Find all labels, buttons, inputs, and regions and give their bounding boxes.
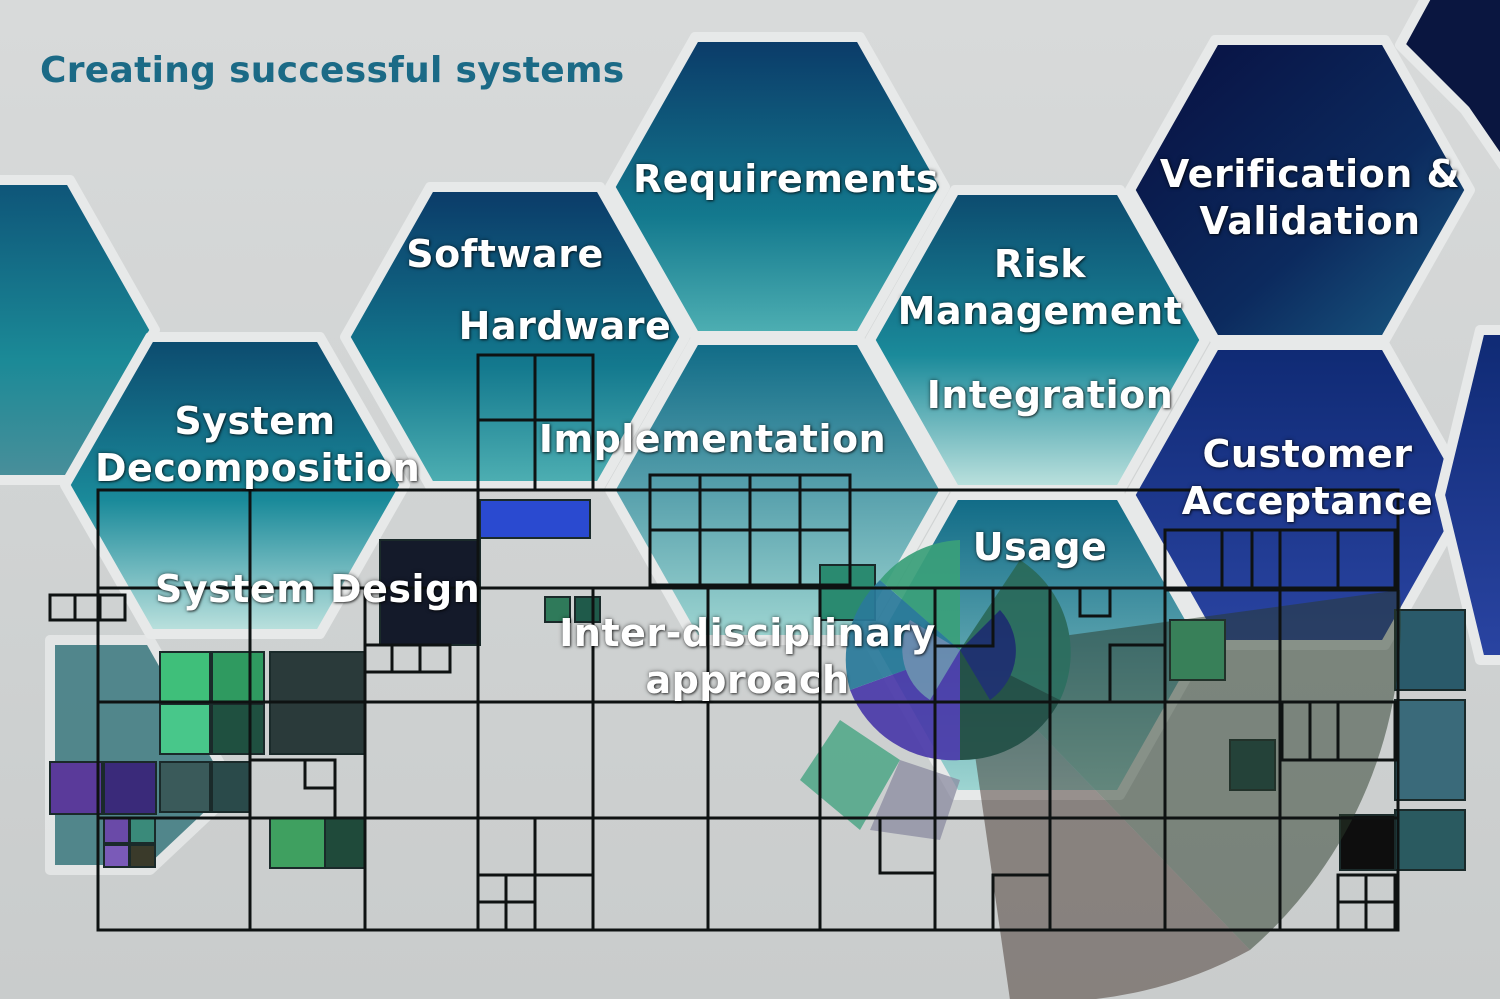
label-system-design: System Design (155, 567, 481, 611)
hex-system-decomposition (60, 332, 410, 639)
label-usage: Usage (972, 525, 1108, 569)
label-customer-acceptance: Customer Acceptance (1181, 432, 1434, 523)
square-grid-lines (48, 353, 1400, 932)
label-risk-management: Risk Management (897, 242, 1183, 333)
hex-right-edge (1435, 325, 1500, 665)
label-hardware: Hardware (458, 304, 672, 348)
label-inter-disciplinary-approach: Inter-disciplinary approach (559, 611, 936, 702)
label-integration: Integration (926, 373, 1174, 417)
hex-top-right-edge (1395, 0, 1500, 170)
page-title: Creating successful systems (40, 50, 625, 91)
label-requirements: Requirements (633, 157, 940, 201)
label-verification-validation: Verification & Validation (1159, 152, 1461, 243)
label-implementation: Implementation (538, 417, 887, 461)
radial-fan (800, 540, 1401, 999)
label-software: Software (406, 232, 604, 276)
hex-software (340, 182, 690, 491)
label-system-decomposition: System Decomposition (95, 399, 421, 490)
